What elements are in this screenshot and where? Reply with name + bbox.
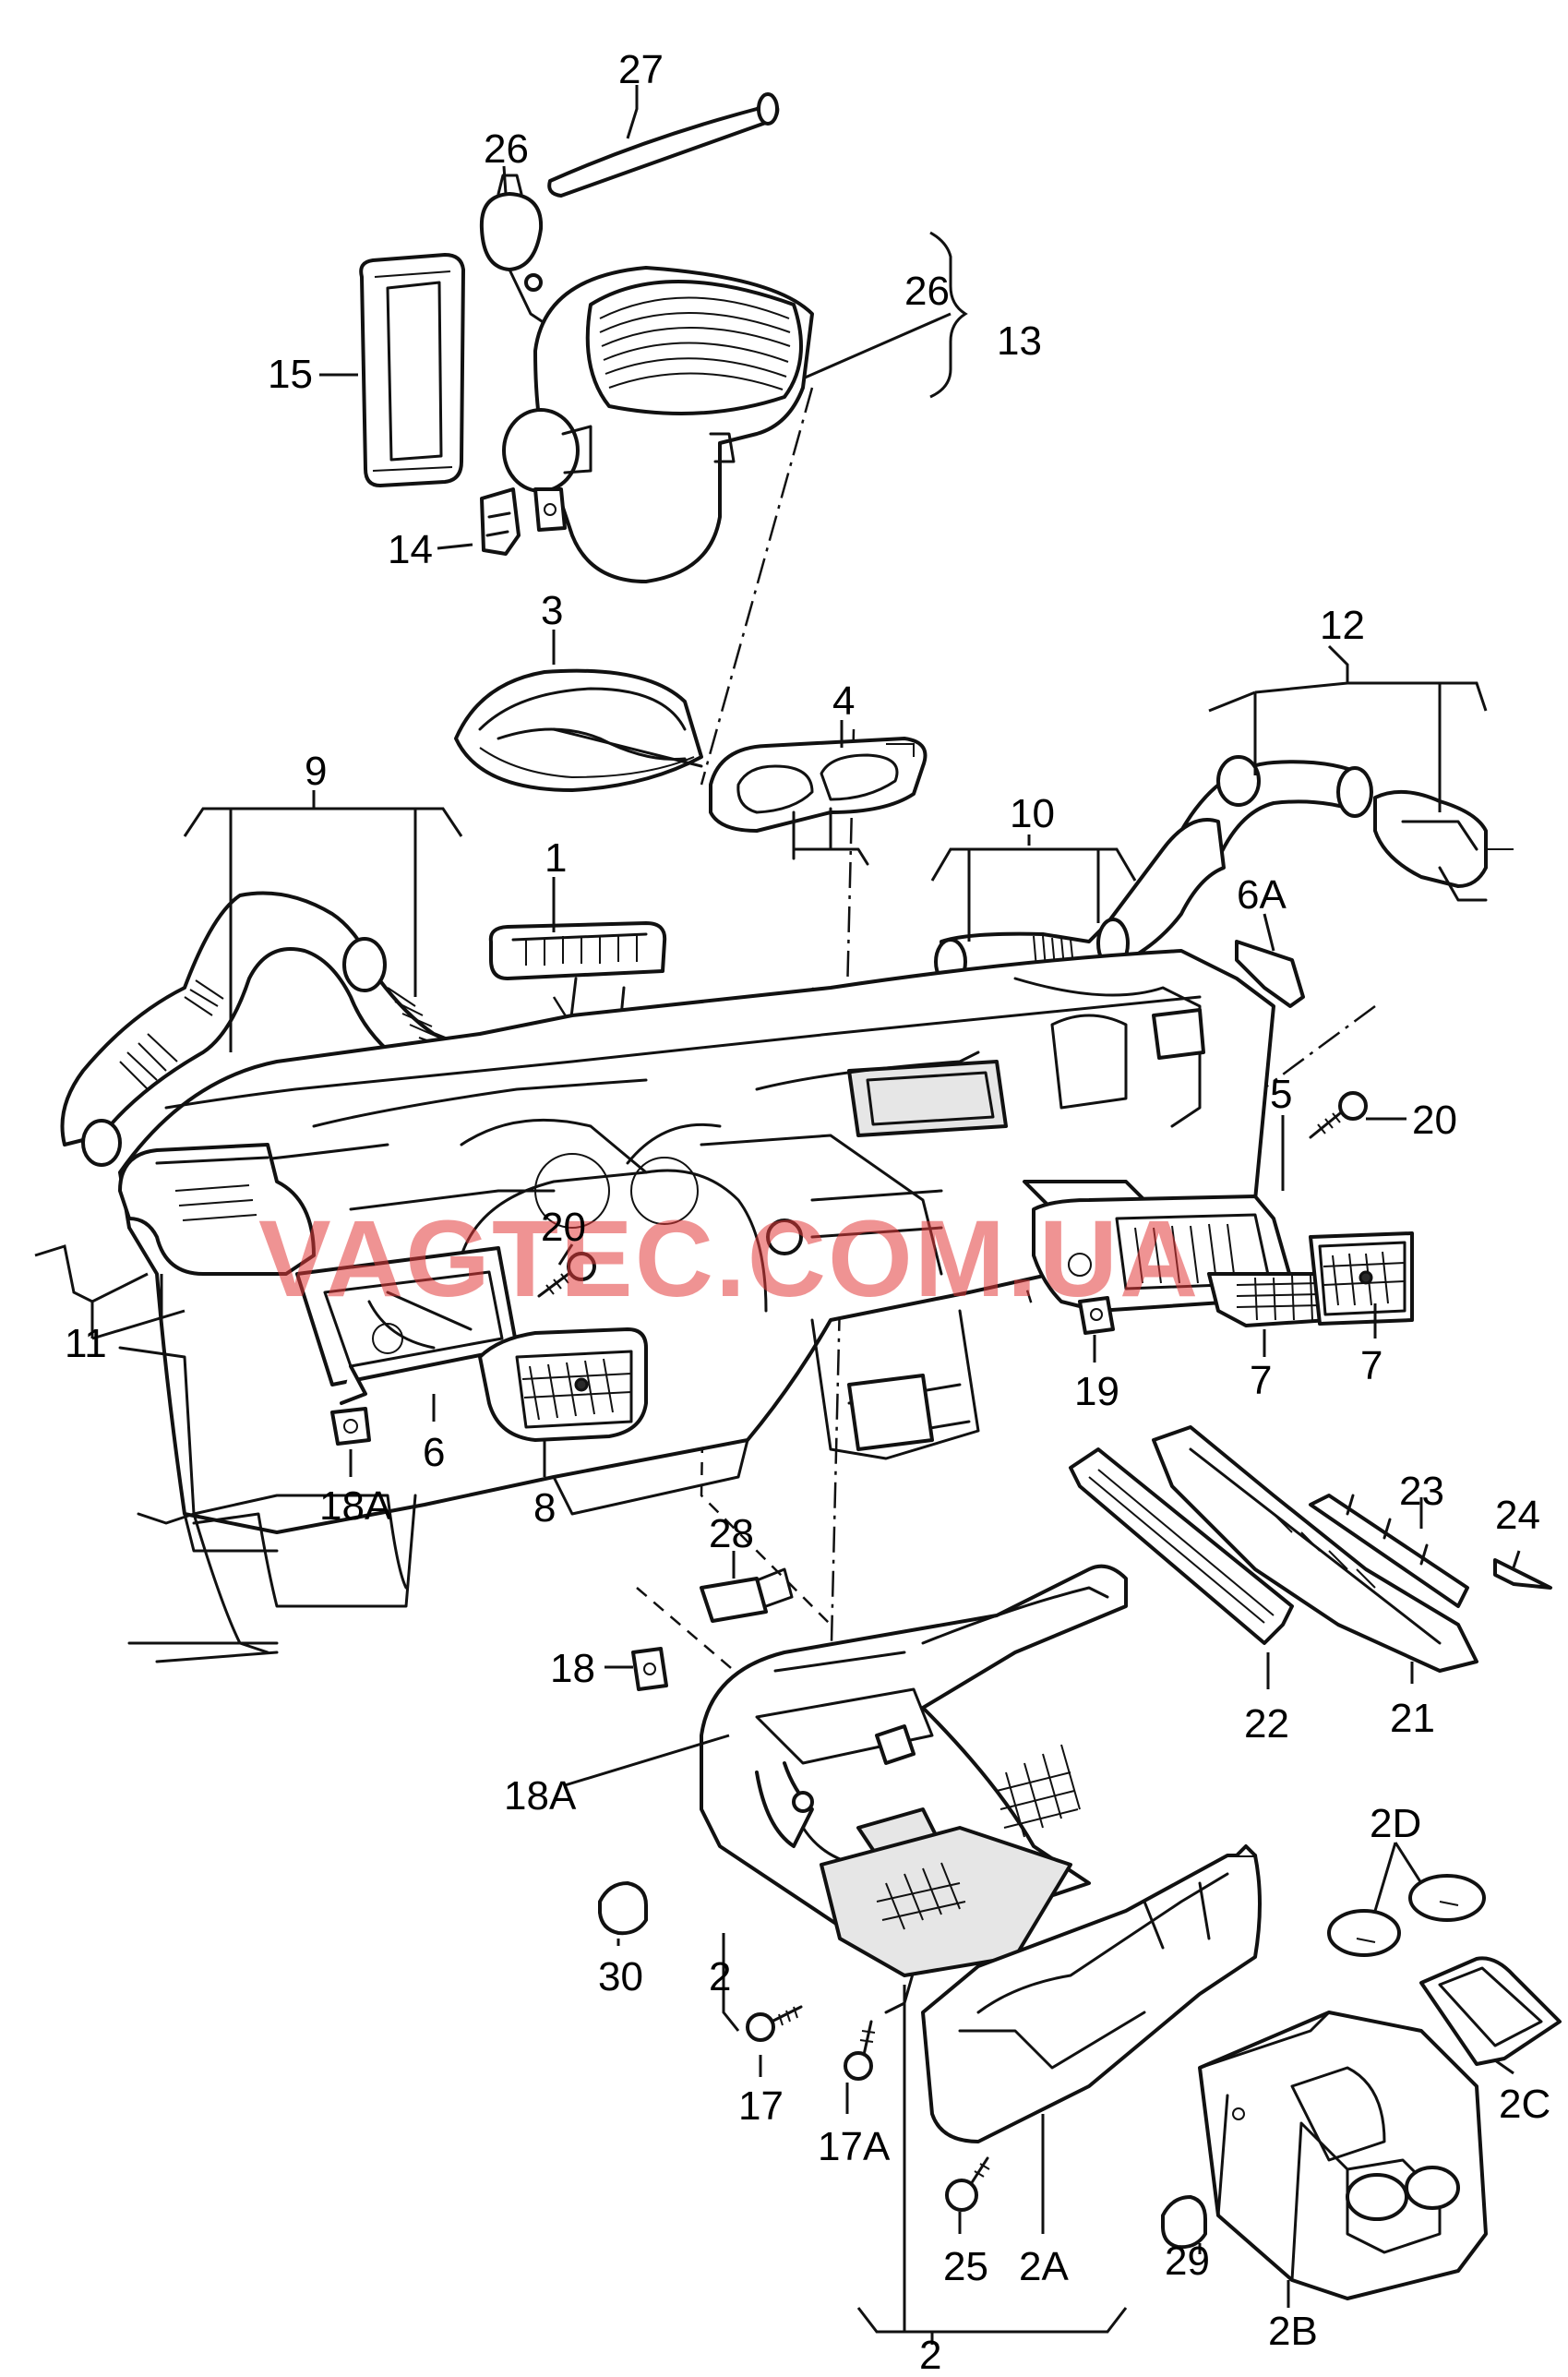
label-28: 28 <box>709 1511 754 1556</box>
label-4: 4 <box>832 678 855 724</box>
label-18A-bottom: 18A <box>504 1773 577 1819</box>
label-22: 22 <box>1244 1701 1289 1747</box>
part-21-panel <box>1152 1425 1478 1673</box>
label-6A: 6A <box>1237 872 1287 918</box>
dashboard-body <box>118 949 1275 1663</box>
label-15: 15 <box>268 352 313 397</box>
part-26-vacuum-actuator <box>479 174 546 325</box>
label-3: 3 <box>541 588 563 633</box>
label-25: 25 <box>943 2244 988 2289</box>
part-11-side-duct <box>118 1143 316 1276</box>
label-10: 10 <box>1010 791 1055 836</box>
part-2A-tray <box>921 1844 1262 2143</box>
part-3-air-duct <box>454 668 703 792</box>
part-25-screw <box>945 2156 990 2212</box>
part-18-clip <box>631 1647 668 1691</box>
label-2B: 2B <box>1268 2309 1318 2354</box>
label-17: 17 <box>738 2083 784 2129</box>
part-19-clip <box>1078 1296 1115 1335</box>
part-7-vent-right-a <box>1207 1272 1331 1327</box>
part-2D-caps <box>1327 1874 1486 1957</box>
label-26-actuator: 26 <box>484 126 529 172</box>
label-2-bottom: 2 <box>919 2333 941 2377</box>
label-18A-top: 18A <box>319 1483 392 1529</box>
label-2C: 2C <box>1499 2082 1550 2127</box>
label-9: 9 <box>305 749 327 794</box>
label-20-left: 20 <box>541 1205 586 1250</box>
label-2A: 2A <box>1019 2244 1069 2289</box>
label-26-brace: 26 <box>904 269 950 314</box>
part-2C-mat <box>1419 1956 1562 2066</box>
label-19: 19 <box>1074 1369 1119 1414</box>
label-5: 5 <box>1270 1072 1292 1117</box>
label-2D: 2D <box>1370 1801 1421 1846</box>
part-labels: 27 26 26 13 15 14 3 4 12 9 10 1 6A 5 20 … <box>65 47 1550 2377</box>
part-6A-bracket <box>1235 940 1305 1008</box>
label-17A: 17A <box>818 2124 891 2169</box>
part-14-clip <box>480 487 521 556</box>
part-2B-cupholder <box>1198 2011 1488 2300</box>
part-29-bushing <box>1161 2195 1207 2250</box>
label-7-right: 7 <box>1360 1343 1382 1388</box>
label-27: 27 <box>618 47 664 92</box>
part-24-clip <box>1493 1558 1552 1590</box>
part-20-screw-left <box>537 1252 596 1298</box>
part-30-bushing <box>598 1881 648 1936</box>
label-29: 29 <box>1165 2239 1210 2284</box>
label-18: 18 <box>550 1646 595 1691</box>
label-20-right: 20 <box>1412 1098 1457 1143</box>
part-8-vent-left <box>478 1327 648 1442</box>
part-28-switch <box>700 1567 794 1623</box>
part-13-air-housing <box>502 266 814 583</box>
label-1: 1 <box>545 835 567 881</box>
part-27-hose <box>547 92 780 198</box>
part-2-console <box>700 1564 1128 2014</box>
part-12-hose-right <box>1179 755 1514 902</box>
part-4-bracket <box>709 737 928 866</box>
label-30: 30 <box>598 1954 643 1999</box>
label-7-left: 7 <box>1250 1358 1272 1403</box>
part-17-screw <box>746 2005 803 2042</box>
label-12: 12 <box>1320 603 1365 648</box>
label-11: 11 <box>65 1321 107 1366</box>
label-14: 14 <box>388 527 433 572</box>
part-22-cover <box>1069 1447 1294 1645</box>
label-2-console: 2 <box>709 1954 731 1999</box>
label-21: 21 <box>1390 1696 1435 1741</box>
part-23-strip <box>1309 1494 1469 1608</box>
label-6: 6 <box>423 1430 445 1475</box>
part-17A-screw <box>844 2020 876 2081</box>
part-15-gasket <box>359 253 465 487</box>
label-8: 8 <box>533 1485 556 1531</box>
leaders <box>34 85 1521 2345</box>
part-20-screw-right <box>1309 1091 1368 1139</box>
label-24: 24 <box>1495 1493 1540 1538</box>
part-7-vent-right-b <box>1309 1231 1414 1326</box>
part-18A-clip-left <box>330 1407 371 1446</box>
label-23: 23 <box>1399 1469 1444 1514</box>
watermark: VAGTEC.COM.UA <box>258 1198 1200 1320</box>
label-13: 13 <box>997 318 1042 364</box>
